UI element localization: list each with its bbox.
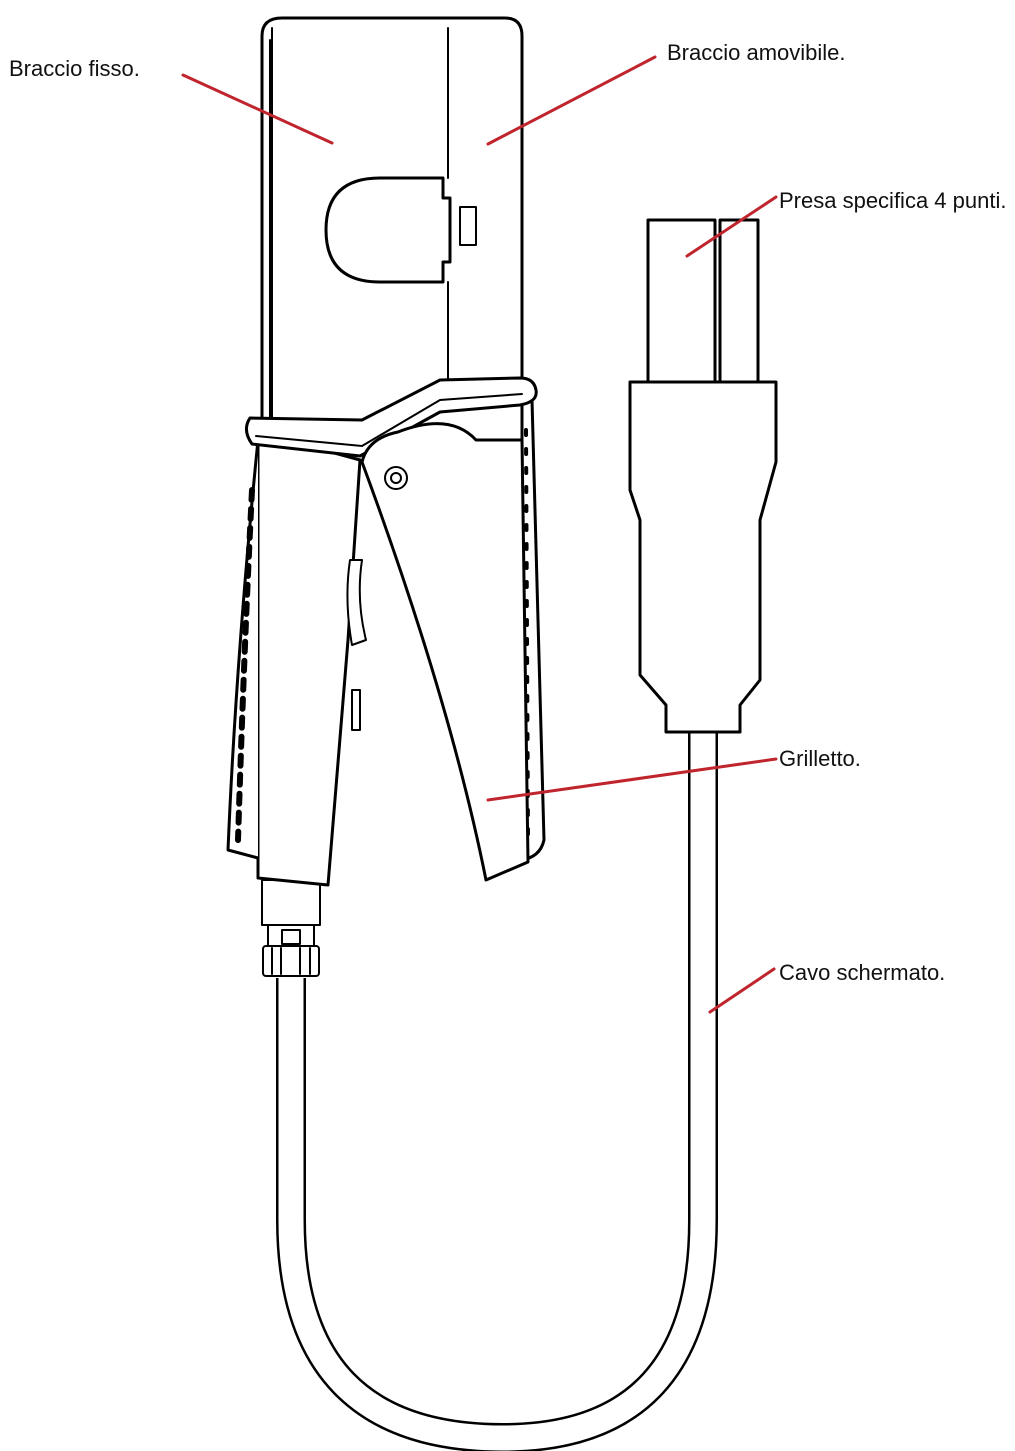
leader-lines	[181, 55, 778, 1014]
label-socket: Presa specifica 4 punti.	[779, 188, 1007, 213]
label-cable: Cavo schermato.	[779, 960, 946, 985]
leader-cable	[708, 967, 776, 1014]
clamp-jaws	[260, 16, 524, 442]
leader-movable-arm	[486, 55, 657, 146]
clamp-cable-connector	[261, 879, 321, 977]
leader-socket	[685, 195, 778, 258]
four-point-plug	[628, 218, 778, 734]
shielded-cable	[276, 730, 718, 1451]
clamp-trigger	[346, 422, 530, 882]
label-movable-arm: Braccio amovibile.	[667, 40, 846, 65]
leader-trigger	[486, 757, 778, 802]
clamp-band	[245, 376, 538, 458]
label-trigger: Grilletto.	[779, 746, 861, 771]
leader-fixed-arm	[181, 73, 334, 145]
label-fixed-arm: Braccio fisso.	[9, 56, 140, 81]
